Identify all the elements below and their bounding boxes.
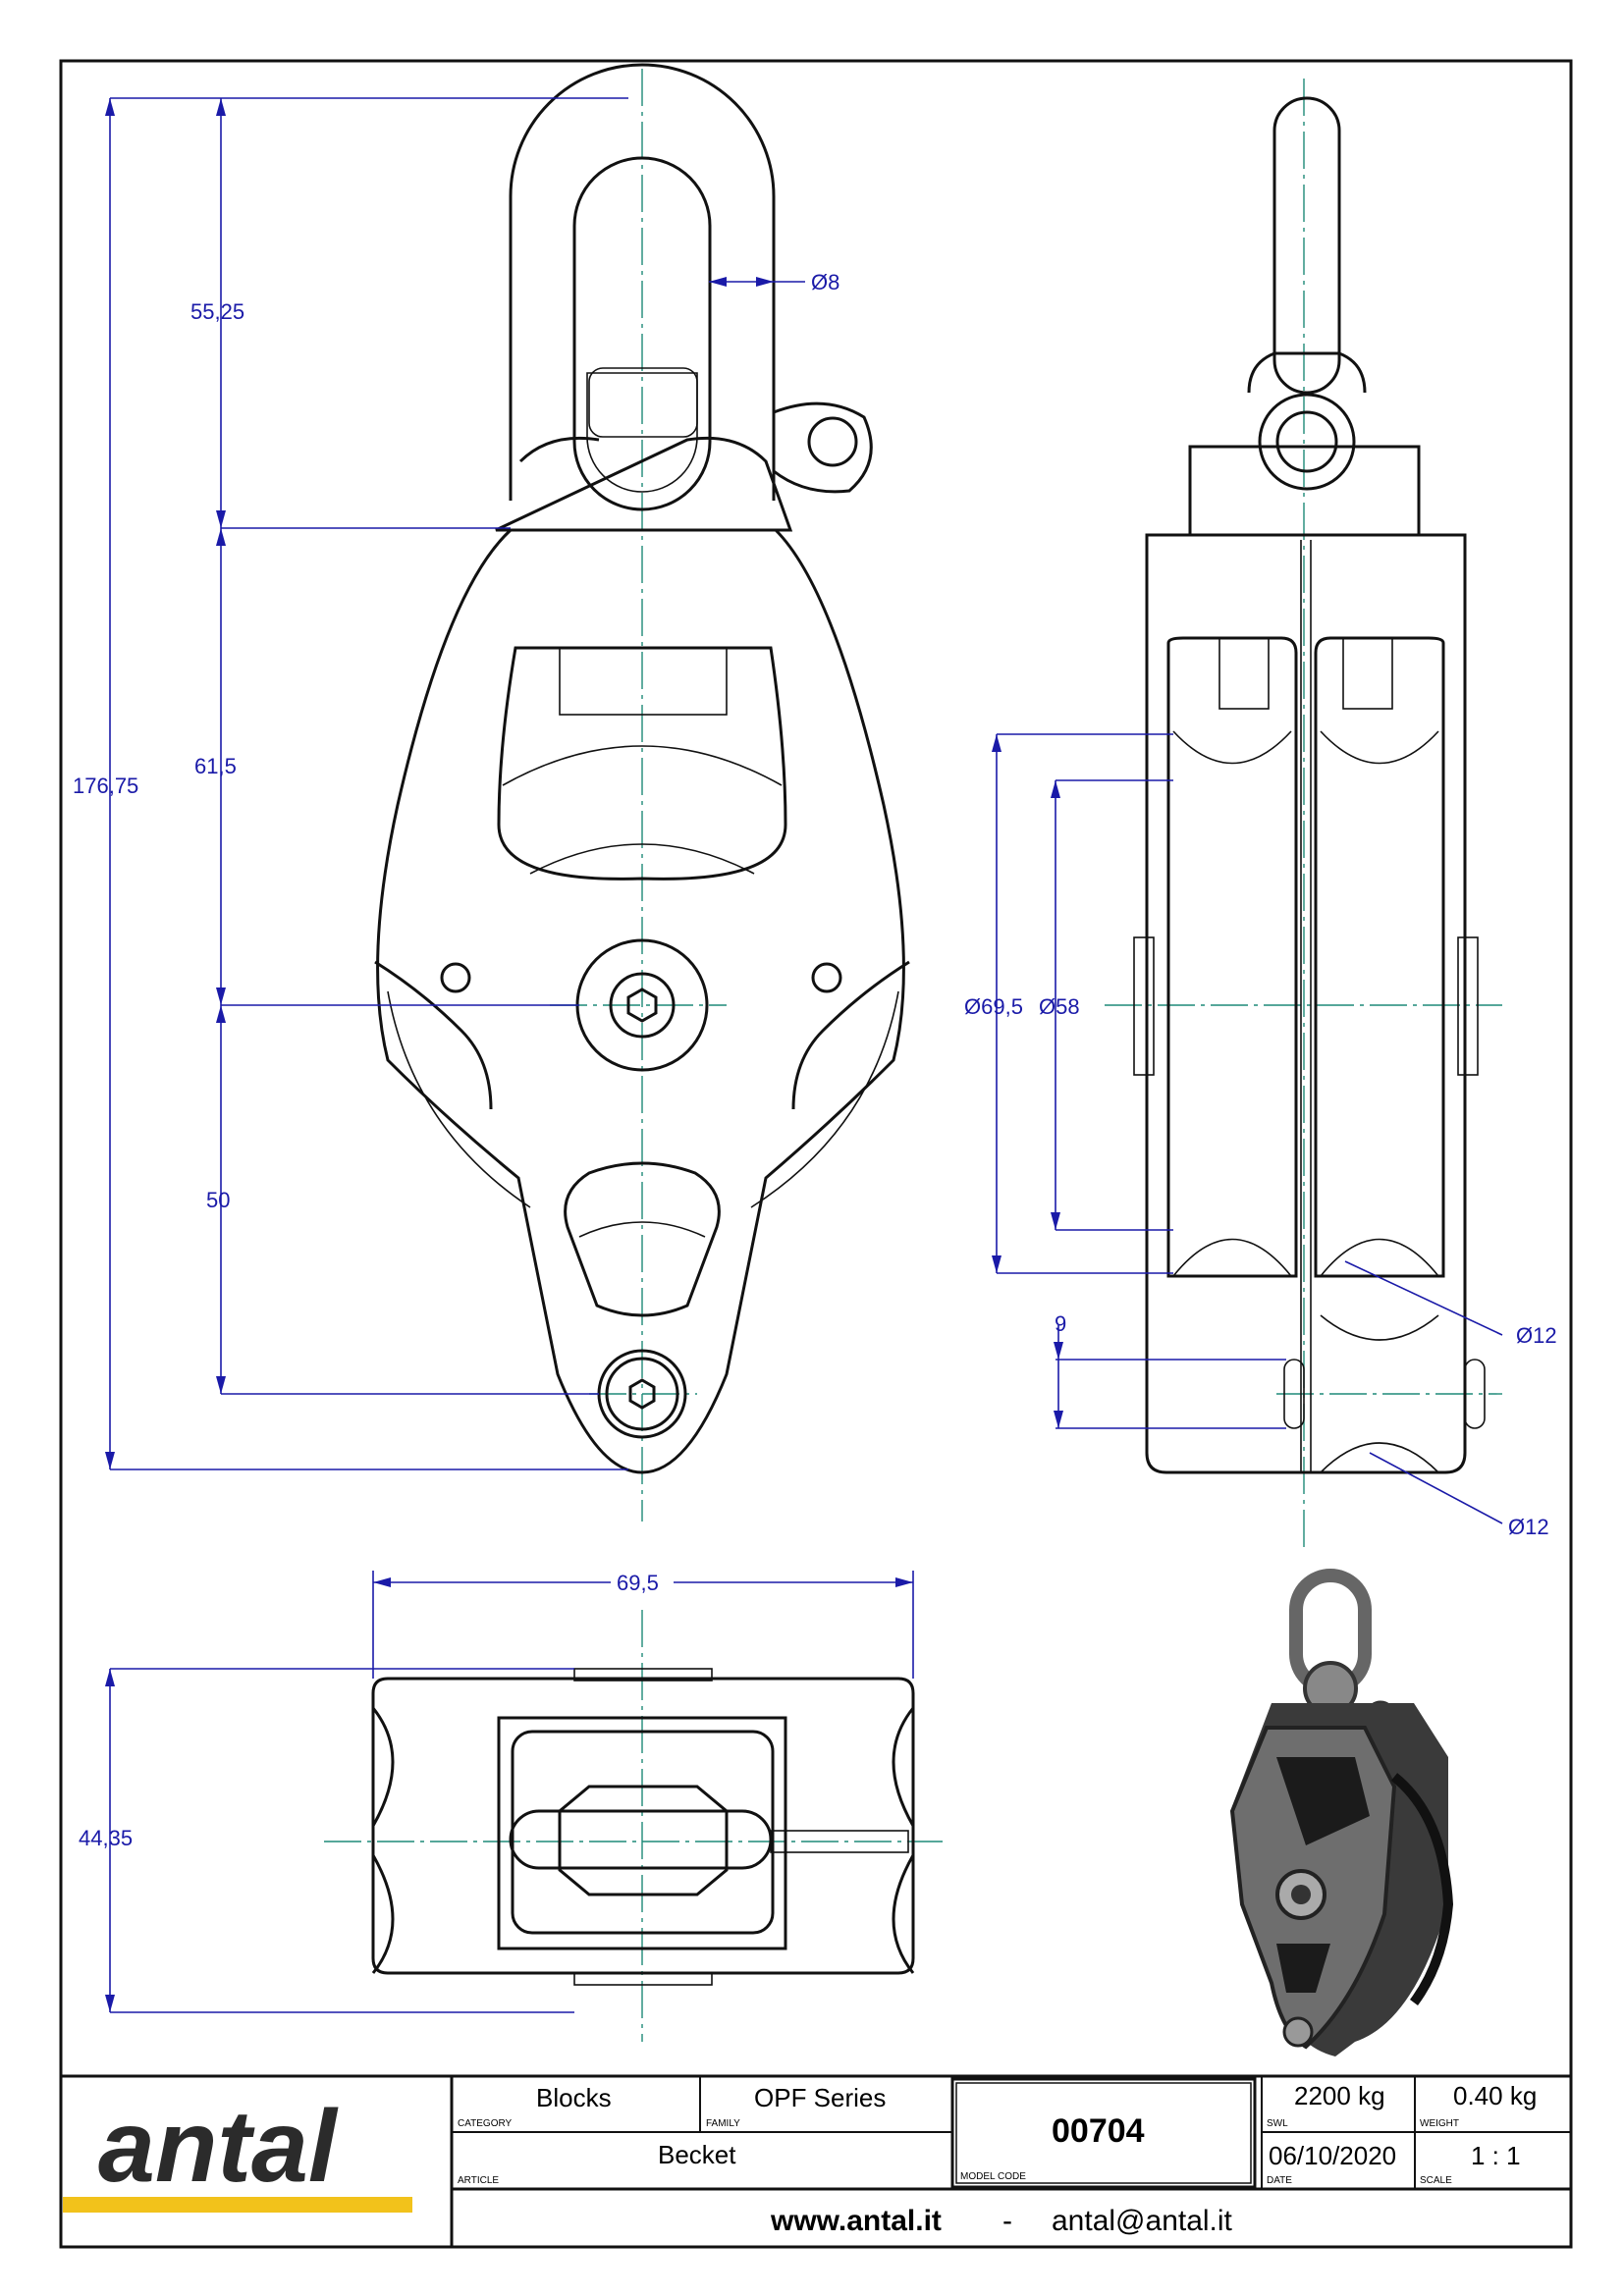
lower-window (564, 1161, 721, 1317)
logo-yellow-bar (63, 2197, 412, 2213)
dim-sheave-inner: Ø58 (1039, 994, 1080, 1019)
shackle-outer (509, 63, 776, 501)
side-view (1105, 79, 1502, 1551)
article-value: Becket (658, 2140, 736, 2169)
dim-top-height: 55,25 (190, 299, 244, 324)
dim-sheave-outer: Ø69,5 (964, 994, 1023, 1019)
date-value: 06/10/2020 (1269, 2141, 1396, 2170)
top-outline (371, 1677, 915, 1975)
contact-separator: - (1002, 2205, 1012, 2237)
upper-window (497, 646, 787, 881)
drawing-frame (59, 59, 1573, 2249)
article-label: ARTICLE (458, 2175, 499, 2186)
dim-thickness: 44,35 (79, 1826, 133, 1850)
model-code-value: 00704 (1052, 2112, 1145, 2150)
dim-becket-offset: 9 (1055, 1311, 1066, 1336)
category-label: CATEGORY (458, 2118, 513, 2129)
top-dimensions: 69,5 44,35 (79, 1571, 914, 2013)
swl-label: SWL (1267, 2118, 1288, 2129)
dim-mid-height: 61,5 (194, 754, 237, 778)
dim-low-height: 50 (206, 1188, 230, 1212)
front-dimensions: Ø8 55,25 61,5 176,75 50 (73, 97, 839, 1470)
dim-rope-diameter-1: Ø12 (1516, 1323, 1557, 1348)
swl-value: 2200 kg (1294, 2081, 1385, 2110)
top-view (324, 1610, 943, 2042)
model-code-label: MODEL CODE (960, 2171, 1026, 2182)
category-value: Blocks (536, 2083, 612, 2112)
side-dimensions: Ø69,5 Ø58 9 Ø12 Ø12 (964, 733, 1557, 1539)
front-view (374, 63, 910, 1522)
website-link[interactable]: www.antal.it (770, 2205, 942, 2237)
title-block: antal Blocks CATEGORY OPF Series FAMILY … (61, 2074, 1571, 2247)
weight-label: WEIGHT (1420, 2118, 1459, 2129)
scale-value: 1 : 1 (1471, 2141, 1521, 2170)
dim-total-height: 176,75 (73, 774, 138, 798)
shackle-inner (572, 156, 712, 511)
family-value: OPF Series (754, 2083, 886, 2112)
scale-label: SCALE (1420, 2175, 1452, 2186)
family-label: FAMILY (706, 2118, 740, 2129)
antal-logo: antal (98, 2090, 339, 2204)
shackle-pin-eye (773, 401, 873, 494)
email-link[interactable]: antal@antal.it (1052, 2205, 1233, 2237)
dim-pin-diameter: Ø8 (811, 270, 839, 294)
dim-rope-diameter-2: Ø12 (1508, 1515, 1549, 1539)
block-render-3d (1229, 1569, 1454, 2056)
side-cheek-body (1145, 533, 1467, 1474)
date-label: DATE (1267, 2175, 1292, 2186)
dim-width: 69,5 (617, 1571, 659, 1595)
cheek-plate (376, 528, 905, 1474)
weight-value: 0.40 kg (1453, 2081, 1537, 2110)
